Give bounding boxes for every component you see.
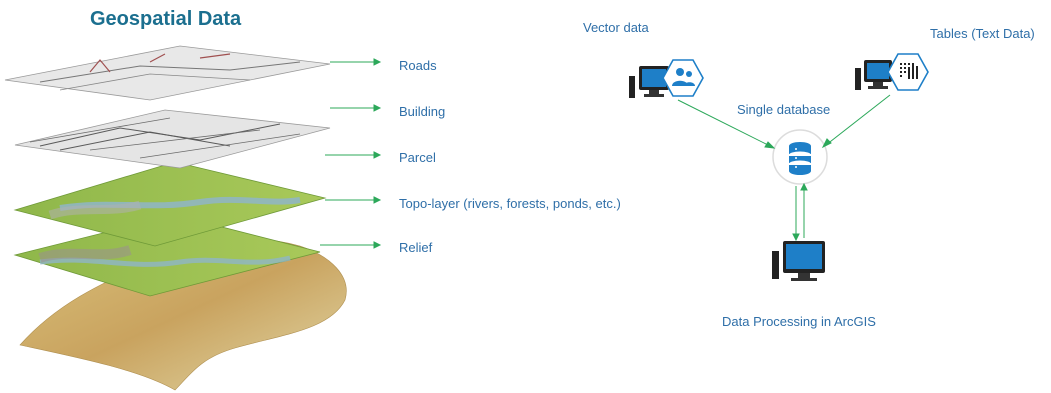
table-grid-icon xyxy=(887,53,929,91)
layer-label-building: Building xyxy=(399,104,446,119)
layer-label-roads: Roads xyxy=(399,58,437,73)
vector-workstation-icon xyxy=(629,66,669,98)
database-icon xyxy=(772,129,828,185)
page-title: Geospatial Data xyxy=(90,8,242,30)
arcgis-processing-label: Data Processing in ArcGIS xyxy=(722,314,876,329)
layer-label-topo: Topo-layer (rivers, forests, ponds, etc.… xyxy=(399,196,621,211)
data-flow-diagram xyxy=(629,53,929,281)
layer-stack xyxy=(4,45,382,391)
roads-layer xyxy=(4,45,331,101)
vector-to-db-arrow xyxy=(677,99,773,148)
arcgis-workstation-icon xyxy=(772,241,825,281)
user-group-icon xyxy=(662,59,704,97)
tables-data-label: Tables (Text Data) xyxy=(930,26,1035,41)
database-label: Single database xyxy=(737,102,831,117)
vector-data-label: Vector data xyxy=(583,20,649,35)
building-layer xyxy=(14,109,331,169)
tables-to-db-arrow xyxy=(825,94,891,146)
tables-workstation-icon xyxy=(855,60,892,90)
layer-label-parcel: Parcel xyxy=(399,150,436,165)
layer-label-relief: Relief xyxy=(399,240,433,255)
